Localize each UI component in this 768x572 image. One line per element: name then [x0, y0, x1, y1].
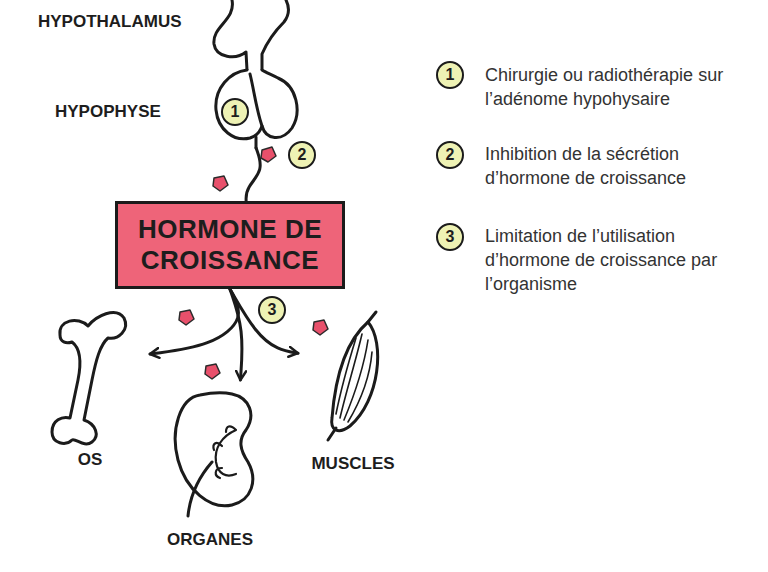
pituitary-gland: [216, 70, 297, 139]
hormone-particle: [213, 176, 228, 191]
legend-text: Chirurgie ou radiothérapie sur l’adénome…: [485, 63, 755, 111]
hypothalamus-outline: [214, 0, 247, 70]
connector-arrow: [230, 289, 242, 380]
bone-node: OS: [30, 300, 150, 480]
legend-text: Inhibition de la sécrétion d’hormone de …: [485, 142, 755, 190]
part-label: OS: [78, 450, 103, 470]
region-label: HYPOTHALAMUS: [38, 12, 182, 32]
hormone-particle: [313, 320, 328, 335]
kidney-drawing: [175, 393, 253, 506]
organ-node: ORGANES: [130, 380, 290, 560]
callout-number: 2: [288, 141, 316, 169]
muscle-fibres: [336, 334, 372, 422]
callout-number: 1: [436, 61, 464, 89]
process-box: HORMONE DE CROISSANCE: [115, 201, 345, 289]
connector-arrow: [246, 148, 260, 201]
callout-number: 2: [436, 141, 464, 169]
hormone-particle: [261, 147, 276, 162]
pituitary-division: [250, 74, 262, 126]
muscle-node: MUSCLES: [298, 318, 408, 478]
hypothalamus-outline: [262, 0, 288, 70]
hormone-particle: [205, 364, 220, 379]
part-label: MUSCLES: [311, 454, 394, 474]
connector-arrow: [230, 289, 298, 353]
muscle-drawing: [332, 322, 378, 431]
callout-number: 3: [436, 223, 464, 251]
callout-number: 1: [221, 98, 249, 126]
pituitary-stalk: [255, 137, 258, 148]
ureter: [188, 462, 212, 516]
legend-text: Limitation de l’utilisation d’hormone de…: [485, 224, 755, 296]
connector-arrow: [150, 289, 239, 354]
bone-drawing: [52, 313, 126, 444]
callout-number: 3: [258, 296, 286, 324]
part-label: HYPOPHYSE: [55, 102, 161, 122]
part-label: ORGANES: [167, 530, 253, 550]
kidney-pelvis: [213, 426, 236, 478]
hormone-particle: [179, 310, 194, 325]
muscle-tendon: [328, 312, 376, 440]
box-title: HORMONE DE CROISSANCE: [132, 214, 328, 276]
